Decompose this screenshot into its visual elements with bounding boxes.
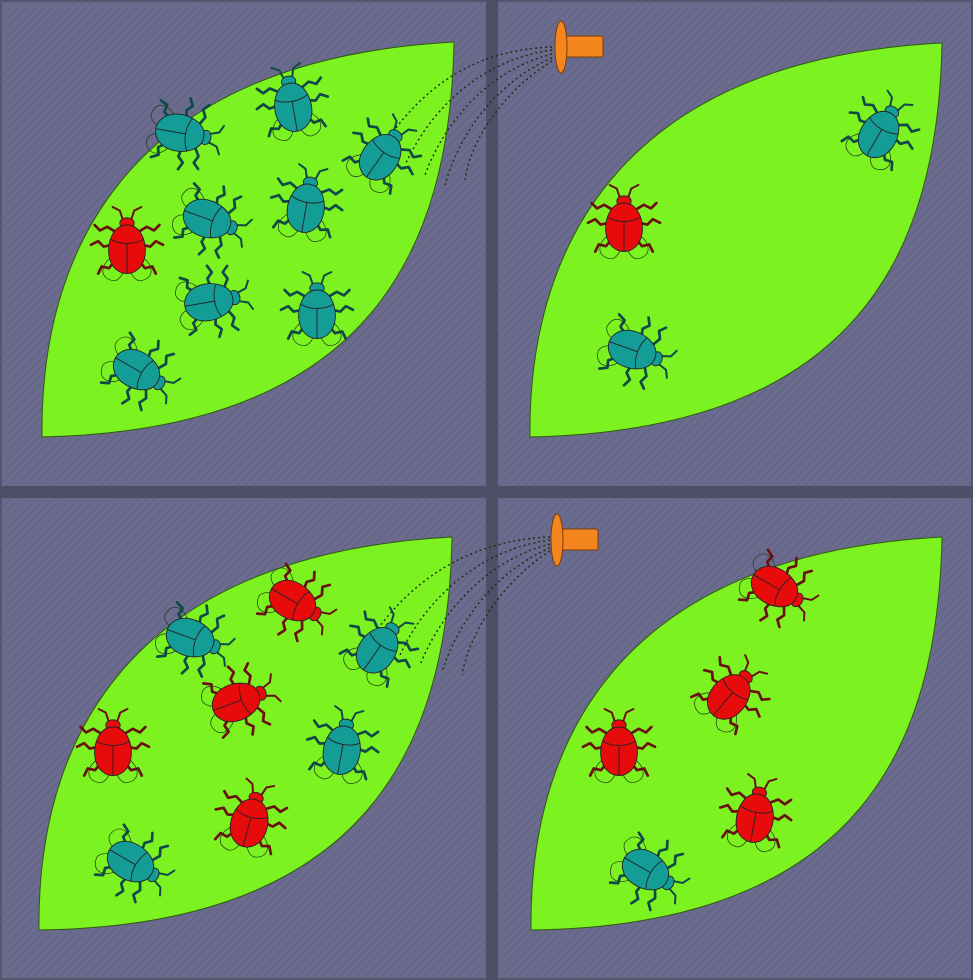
horizontal-divider [0,486,973,498]
